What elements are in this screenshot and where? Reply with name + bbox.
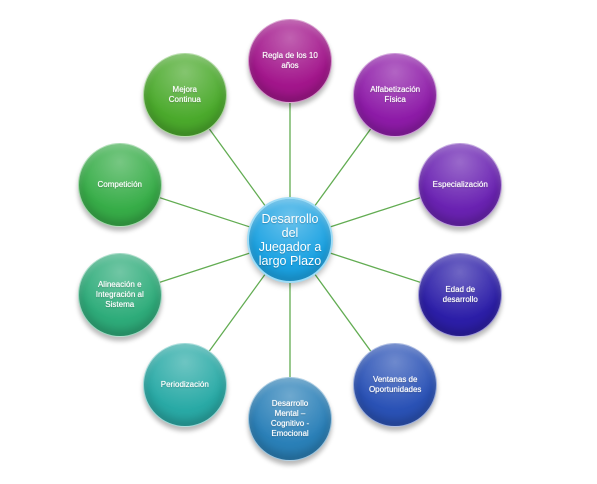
outer-node-line: Ventanas de (372, 374, 418, 384)
outer-node-text: Periodización (155, 380, 215, 390)
outer-node-line: Oportunidades (368, 384, 422, 394)
center-node-line: Desarrollo (261, 212, 319, 226)
outer-node-line: Desarrollo (271, 399, 309, 408)
center-node-line: largo Plazo (258, 254, 322, 268)
outer-node-line: desarrollo (442, 295, 478, 305)
center-node-line: Juegador a (258, 240, 322, 254)
outer-node-line: Emocional (271, 429, 309, 438)
center-node-text: Desarrollo del Juegador a largo Plazo (259, 212, 322, 268)
outer-node: Periodización (142, 342, 227, 427)
outer-node-line: Alfabetización (370, 85, 421, 95)
outer-node-line: Mejora (172, 85, 197, 95)
outer-node-line: Alineación e (97, 280, 142, 290)
outer-node-line: Física (384, 95, 406, 105)
outer-node: Especialización (418, 142, 503, 227)
outer-node-line: Cognitivo - (270, 419, 310, 428)
center-node-line: del (281, 226, 299, 240)
outer-node: Competición (77, 142, 162, 227)
outer-node-line: Continua (168, 95, 201, 105)
outer-node-text: Especialización (427, 180, 494, 190)
outer-node-line: Regla de los 10 (262, 51, 318, 60)
outer-node-line: Especialización (432, 179, 488, 189)
outer-node-line: Edad de (445, 285, 476, 295)
outer-node-line: años (281, 61, 299, 70)
outer-node-text: Competición (92, 180, 148, 190)
outer-node-line: Sistema (105, 300, 135, 310)
outer-node-line: Mental – (274, 409, 306, 418)
outer-node-line: Periodización (160, 379, 209, 389)
center-node: Desarrollo del Juegador a largo Plazo (247, 197, 333, 283)
outer-node-line: Integración al (95, 290, 144, 300)
outer-node-line: Competición (97, 179, 142, 189)
